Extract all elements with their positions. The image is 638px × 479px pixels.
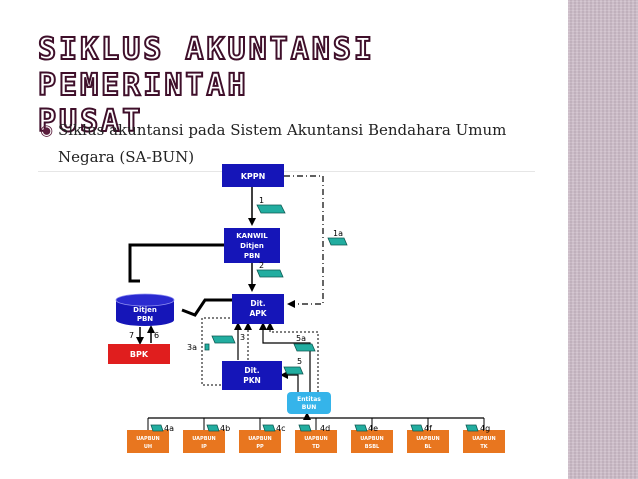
dit-apk-box: Dit. APK: [232, 294, 284, 324]
uapbun-pp-label-unit: PP: [256, 444, 264, 450]
bullet-point: ◉ Siklus akuntansi pada Sistem Akuntansi…: [40, 117, 540, 171]
entitas-bun-box: Entitas BUN: [287, 392, 331, 414]
kppn-box: KPPN: [222, 164, 284, 187]
ditjen-pbn-label-1: Ditjen: [133, 306, 157, 314]
uapbun-ip-box: UAPBUN IP: [183, 430, 225, 453]
connectors: [128, 175, 485, 430]
uapbun-tk-box: UAPBUN TK: [463, 430, 505, 453]
uapbun-bl-label-unit: BL: [425, 444, 433, 450]
document-icon-4b: [206, 424, 220, 432]
kanwil-label-2: Ditjen: [240, 242, 264, 250]
uapbun-bl-box: UAPBUN BL: [407, 430, 449, 453]
document-icon-5: [283, 366, 304, 375]
circled-bullet-icon: ◉: [40, 121, 54, 139]
step-label-4c: 4c: [276, 424, 286, 433]
bpk-label: BPK: [130, 350, 149, 359]
uapbun-tk-label-unit: TK: [480, 444, 488, 450]
step-label-7: 7: [129, 331, 134, 340]
document-icon-1: [256, 204, 286, 214]
document-icon-5a: [293, 343, 316, 352]
entitas-bun-label-2: BUN: [302, 404, 316, 411]
document-icon-3: [211, 335, 236, 344]
uapbun-bl-label-top: UAPBUN: [416, 436, 440, 442]
uapbun-tk-label-top: UAPBUN: [472, 436, 496, 442]
step-label-4d: 4d: [320, 424, 330, 433]
document-icon-4f: [410, 424, 424, 432]
uapbun-bsbl-label-top: UAPBUN: [360, 436, 384, 442]
kanwil-label-1: KANWIL: [236, 232, 268, 240]
entitas-to-pkn-line: [280, 371, 299, 392]
dit-pkn-label-1: Dit.: [244, 366, 259, 375]
uapbun-bsbl-box: UAPBUN BSBL: [351, 430, 393, 453]
bullet-text: Siklus akuntansi pada Sistem Akuntansi B…: [58, 121, 507, 166]
uapbun-td-label-unit: TD: [312, 444, 320, 450]
uapbun-pp-label-top: UAPBUN: [248, 436, 272, 442]
uapbun-uh-label-unit: UH: [144, 444, 152, 450]
apk-to-ditjen-pbn-thick-line: [181, 298, 232, 317]
accounting-cycle-diagram: KPPN KANWIL Ditjen PBN Dit. APK Dit. PKN…: [108, 164, 505, 453]
step-label-4f: 4f: [424, 424, 432, 433]
document-icon-4c: [262, 424, 276, 432]
document-icon-4e: [354, 424, 368, 432]
uapbun-bsbl-label-unit: BSBL: [365, 444, 380, 450]
ditjen-pbn-label-2: PBN: [137, 315, 153, 323]
entitas-bun-label-1: Entitas: [297, 396, 321, 403]
step-label-1a: 1a: [333, 229, 343, 238]
step-label-4e: 4e: [368, 424, 378, 433]
document-icon-4d: [298, 424, 312, 432]
entitas-to-apk-dotted-line: [266, 322, 319, 392]
step-labels: 1 1a 2 3 3a 5a 5 7 6 4a 4b 4c 4d 4e 4f 4…: [129, 196, 490, 433]
ditjen-pbn-cylinder: Ditjen PBN: [115, 293, 175, 326]
step-label-3a: 3a: [187, 343, 197, 352]
document-icon-4a: [150, 424, 164, 432]
slide-title-line-2: PUSAT: [37, 103, 144, 140]
uapbun-pp-box: UAPBUN PP: [239, 430, 281, 453]
step-label-5: 5: [297, 357, 302, 366]
uapbun-ip-label-unit: IP: [201, 444, 207, 450]
kanwil-label-3: PBN: [244, 252, 260, 260]
step-label-4a: 4a: [164, 424, 174, 433]
document-icon-2: [256, 269, 284, 278]
kppn-label: KPPN: [241, 172, 266, 181]
uapbun-uh-box: UAPBUN UH: [127, 430, 169, 453]
step-label-2: 2: [259, 261, 264, 270]
apk-to-pkn-dotted-loop: [201, 317, 234, 386]
step-label-1: 1: [259, 196, 264, 205]
entitas-to-apk-line: [259, 322, 311, 392]
step-label-4g: 4g: [480, 424, 490, 433]
uapbun-ip-label-top: UAPBUN: [192, 436, 216, 442]
uapbun-td-box: UAPBUN TD: [295, 430, 337, 453]
slide-title-line-1: SIKLUS AKUNTANSI PEMERINTAH: [37, 31, 375, 104]
decorative-sidebar: [568, 0, 638, 479]
dit-pkn-box: Dit. PKN: [222, 361, 282, 390]
step-label-3: 3: [240, 333, 245, 342]
step-label-5a: 5a: [296, 334, 306, 343]
uapbun-uh-label-top: UAPBUN: [136, 436, 160, 442]
bpk-box: BPK: [108, 344, 170, 364]
document-icon-4g: [465, 424, 479, 432]
dit-apk-label-2: APK: [249, 309, 267, 318]
divider-line: [38, 171, 535, 172]
kanwil-to-ditjen-pbn-thick-line: [128, 243, 224, 283]
document-icon-3a: [204, 343, 210, 351]
document-icons: [150, 204, 479, 432]
step-label-4b: 4b: [220, 424, 230, 433]
uapbun-td-label-top: UAPBUN: [304, 436, 328, 442]
dit-pkn-label-2: PKN: [243, 376, 261, 385]
dit-apk-label-1: Dit.: [250, 299, 265, 308]
document-icon-1a: [327, 237, 348, 246]
kanwil-box: KANWIL Ditjen PBN: [224, 228, 280, 263]
kppn-to-apk-dashdot-line: [284, 175, 324, 308]
step-label-6: 6: [154, 331, 159, 340]
